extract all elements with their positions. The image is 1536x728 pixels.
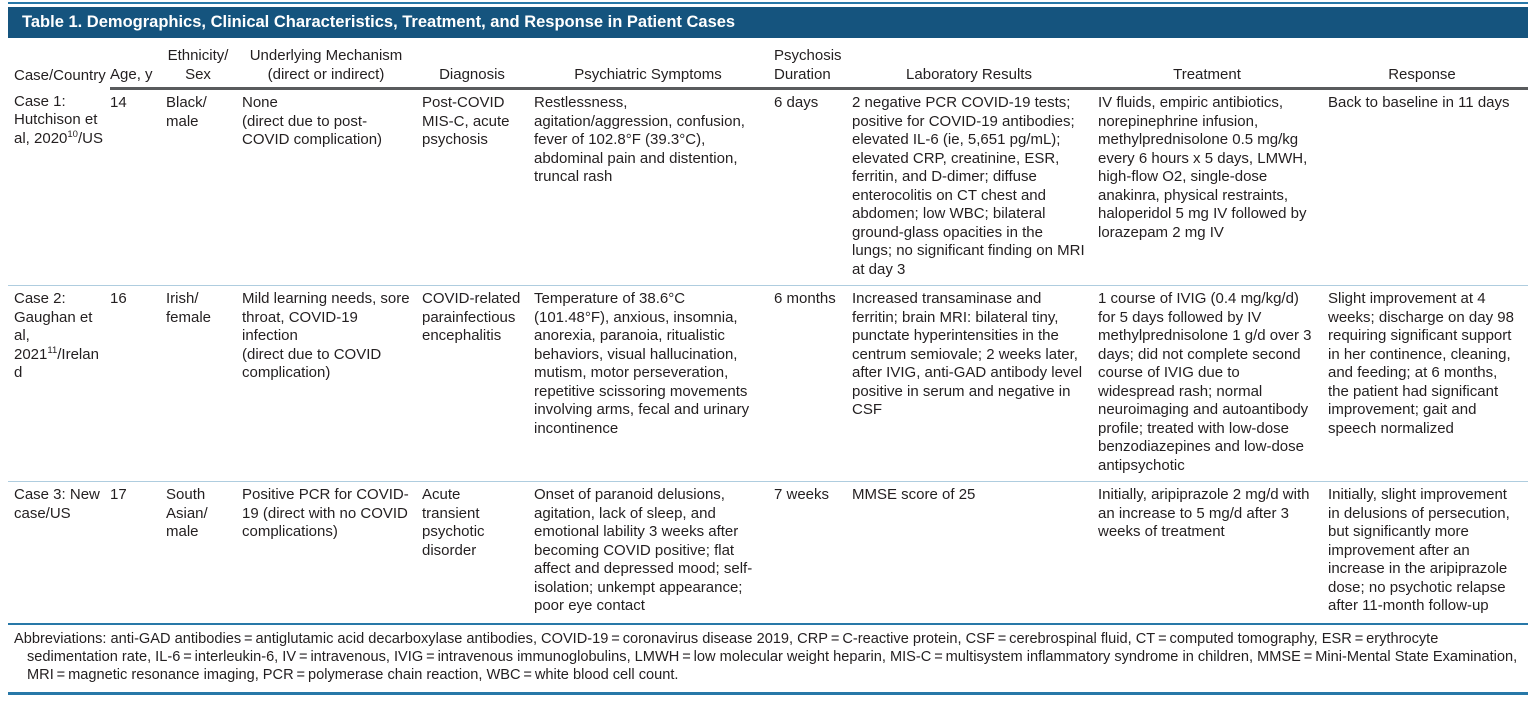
case-citation: Case 1: Hutchison et al, 2020 <box>14 92 98 147</box>
case-country-suffix: /Ireland <box>14 345 99 382</box>
psychosis-duration-cell: 6 days <box>774 94 819 111</box>
age-cell: 17 <box>110 481 166 622</box>
case-citation: Case 3: New case/US <box>14 486 100 522</box>
column-header-laboratory-results: Laboratory Results <box>852 42 1098 90</box>
table-row-case-1: Case 1: Hutchison et al, 202010/US 14 Bl… <box>8 89 1528 286</box>
case-country-cell: Case 3: New case/US <box>8 481 110 622</box>
column-header-treatment: Treatment <box>1098 42 1328 90</box>
bottom-divider <box>8 691 1528 695</box>
table-row-case-3: Case 3: New case/US 17 South Asian/ male… <box>8 481 1528 622</box>
age-cell: 14 <box>110 94 127 111</box>
response-cell: Initially, slight improvement in delusio… <box>1328 481 1528 622</box>
psychiatric-symptoms-cell: Temperature of 38.6°C (101.48°F), anxiou… <box>534 285 774 482</box>
underlying-mechanism-cell: Mild learning needs, sore throat, COVID-… <box>242 285 422 482</box>
abbreviations-note: Abbreviations: anti-GAD antibodies = ant… <box>14 630 1518 683</box>
table-row-case-2: Case 2: Gaughan et al, 202111/Ireland 16… <box>8 285 1528 482</box>
diagnosis-cell: COVID-related parainfectious encephaliti… <box>422 285 534 482</box>
psychosis-duration-cell: 7 weeks <box>774 481 852 622</box>
diagnosis-cell: Post-COVID MIS-C, acute psychosis <box>422 94 510 148</box>
column-header-response: Response <box>1328 42 1528 90</box>
response-cell: Slight improvement at 4 weeks; discharge… <box>1328 285 1528 482</box>
case-country-cell: Case 1: Hutchison et al, 202010/US <box>8 89 110 286</box>
column-header-case-country: Case/Country <box>14 67 106 84</box>
response-cell: Back to baseline in 11 days <box>1328 94 1510 111</box>
laboratory-results-cell: Increased transaminase and ferritin; bra… <box>852 285 1098 482</box>
case-country-suffix: /US <box>77 129 103 147</box>
column-header-psychosis-duration: Psychosis Duration <box>774 42 852 90</box>
ethnicity-sex-cell: South Asian/ male <box>166 481 242 622</box>
psychiatric-symptoms-cell: Onset of paranoid delusions, agitation, … <box>534 481 774 622</box>
top-divider <box>8 2 1528 4</box>
reference-superscript: 11 <box>47 344 58 356</box>
ethnicity-sex-cell: Black/ male <box>166 94 207 130</box>
column-header-underlying-mechanism: Underlying Mechanism (direct or indirect… <box>242 42 422 90</box>
age-cell: 16 <box>110 285 166 482</box>
header-row: Case/Country Age, y Ethnicity/ Sex Under… <box>8 42 1528 90</box>
footer-top-divider <box>8 622 1528 625</box>
reference-superscript: 10 <box>67 128 78 140</box>
treatment-cell: Initially, aripiprazole 2 mg/d with an i… <box>1098 481 1328 622</box>
treatment-cell: IV fluids, empiric antibiotics, norepine… <box>1098 94 1308 241</box>
column-header-diagnosis: Diagnosis <box>422 42 534 90</box>
underlying-mechanism-cell: Positive PCR for COVID-19 (direct with n… <box>242 481 422 622</box>
case-country-cell: Case 2: Gaughan et al, 202111/Ireland <box>8 285 110 482</box>
column-header-ethnicity-sex: Ethnicity/ Sex <box>166 42 242 90</box>
patient-cases-table: Case/Country Age, y Ethnicity/ Sex Under… <box>8 42 1528 622</box>
laboratory-results-cell: 2 negative PCR COVID-19 tests; positive … <box>852 94 1085 278</box>
treatment-cell: 1 course of IVIG (0.4 mg/kg/d) for 5 day… <box>1098 285 1328 482</box>
underlying-mechanism-cell: None (direct due to post-COVID complicat… <box>242 94 383 148</box>
case-citation: Case 2: Gaughan et al, 2021 <box>14 290 93 363</box>
ethnicity-sex-cell: Irish/ female <box>166 285 242 482</box>
table-title: Table 1. Demographics, Clinical Characte… <box>8 7 1528 38</box>
psychosis-duration-cell: 6 months <box>774 285 852 482</box>
laboratory-results-cell: MMSE score of 25 <box>852 481 1098 622</box>
psychiatric-symptoms-cell: Restlessness, agitation/aggression, conf… <box>534 94 745 185</box>
column-header-psychiatric-symptoms: Psychiatric Symptoms <box>534 42 774 90</box>
column-header-age: Age, y <box>110 42 166 90</box>
diagnosis-cell: Acute transient psychotic disorder <box>422 481 534 622</box>
